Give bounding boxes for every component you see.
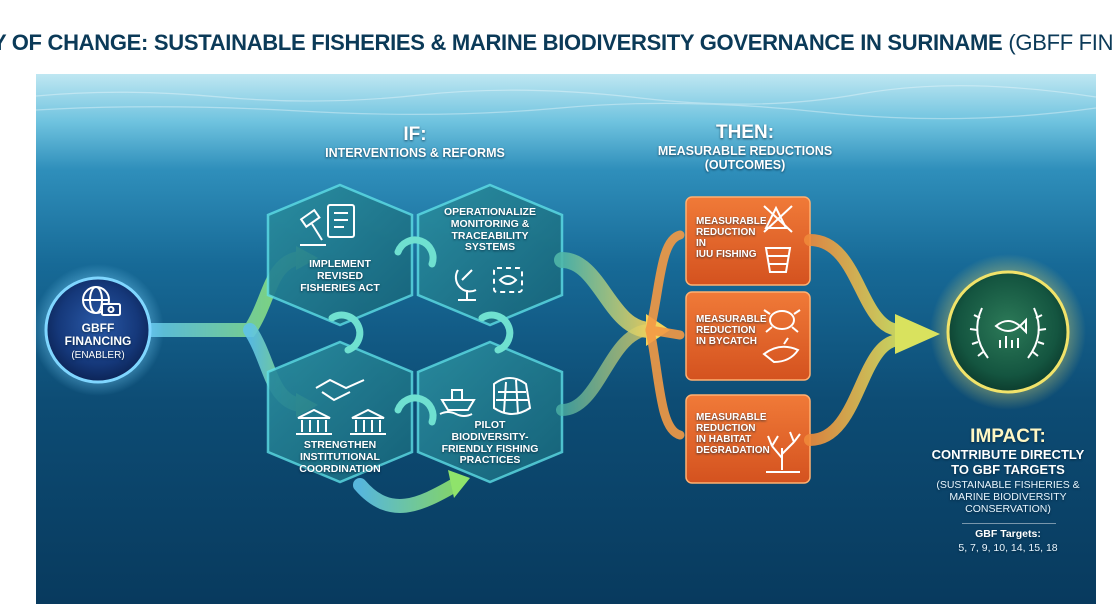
cycle-arrow-left xyxy=(328,311,364,354)
title-main: THEORY OF CHANGE: SUSTAINABLE FISHERIES … xyxy=(0,30,1003,55)
fanout-arrow-mid xyxy=(645,325,685,340)
arrow-head-to-impact xyxy=(895,314,940,354)
financing-circle xyxy=(44,276,152,384)
converge-arrow-bottom xyxy=(804,334,906,446)
gbf-targets-label: GBF Targets: xyxy=(975,528,1041,540)
hex-label-pilot: PILOT BIODIVERSITY- FRIENDLY FISHING PRA… xyxy=(441,419,539,467)
if-heading: IF: xyxy=(403,124,427,145)
hex-coordination xyxy=(266,340,414,484)
laurel-fish-icon xyxy=(969,307,1047,359)
converge-arrow-top xyxy=(804,234,906,336)
hexagon-group xyxy=(266,183,564,484)
no-fishing-icon xyxy=(763,205,793,273)
arrow-hexes-to-outcomes xyxy=(554,252,658,338)
handshake-building-icon xyxy=(296,378,386,435)
outcome-label-bycatch: MEASURABLE REDUCTION IN BYCATCH xyxy=(696,314,767,347)
fanout-arrow-top xyxy=(645,230,685,335)
page-title: THEORY OF CHANGE: SUSTAINABLE FISHERIES … xyxy=(0,12,1113,74)
impact-divider xyxy=(962,523,1056,524)
hex-monitoring xyxy=(416,183,564,327)
cycle-arrow-right xyxy=(478,311,514,354)
outcome-label-iuu: MEASURABLE REDUCTION IN IUU FISHING xyxy=(696,216,767,260)
hex-pilot xyxy=(416,340,564,484)
converge-arrows xyxy=(804,234,906,446)
financing-sublabel: (ENABLER) xyxy=(71,350,125,361)
if-subheading: INTERVENTIONS & REFORMS xyxy=(325,146,505,160)
then-heading: THEN: xyxy=(715,122,775,143)
hex-label-fisheries-act: IMPLEMENT REVISED FISHERIES ACT xyxy=(300,258,380,294)
cycle-arrows xyxy=(328,236,514,426)
fanout-arrow-bottom xyxy=(645,325,685,440)
hex-label-monitoring: OPERATIONALIZE MONITORING & TRACEABILITY… xyxy=(444,206,536,254)
turtle-dolphin-icon xyxy=(762,309,801,364)
water-surface xyxy=(35,85,1097,120)
financing-label: GBFF FINANCING xyxy=(64,321,132,349)
cycle-arrow-bottom xyxy=(394,394,437,426)
cycle-arrow-top xyxy=(394,236,437,268)
arrow-hexes-to-outcomes-lower xyxy=(556,324,656,416)
gbf-targets-values: 5, 7, 9, 10, 14, 15, 18 xyxy=(958,542,1058,554)
impact-text: CONTRIBUTE DIRECTLY TO GBF TARGETS xyxy=(931,447,1085,477)
hex-fisheries-act xyxy=(266,183,414,327)
title-suffix: (GBFF FINANCED) xyxy=(1008,30,1113,55)
arrow-head-bottom xyxy=(448,470,470,498)
hex-label-coordination: STRENGTHEN INSTITUTIONAL COORDINATION xyxy=(299,439,381,475)
satellite-fish-icon xyxy=(454,267,523,301)
fanout-arrows xyxy=(645,230,685,440)
coral-icon xyxy=(766,431,801,473)
arrow-coordination-to-pilot xyxy=(353,478,462,513)
globe-money-icon xyxy=(82,286,121,316)
then-subheading: MEASURABLE REDUCTIONS (OUTCOMES) xyxy=(657,144,833,172)
boat-net-icon xyxy=(439,377,532,417)
outcome-label-habitat: MEASURABLE REDUCTION IN HABITAT DEGRADAT… xyxy=(696,412,770,456)
gavel-document-icon xyxy=(299,204,355,246)
impact-subtext: (SUSTAINABLE FISHERIES & MARINE BIODIVER… xyxy=(936,479,1080,515)
impact-title: IMPACT: xyxy=(970,426,1046,447)
